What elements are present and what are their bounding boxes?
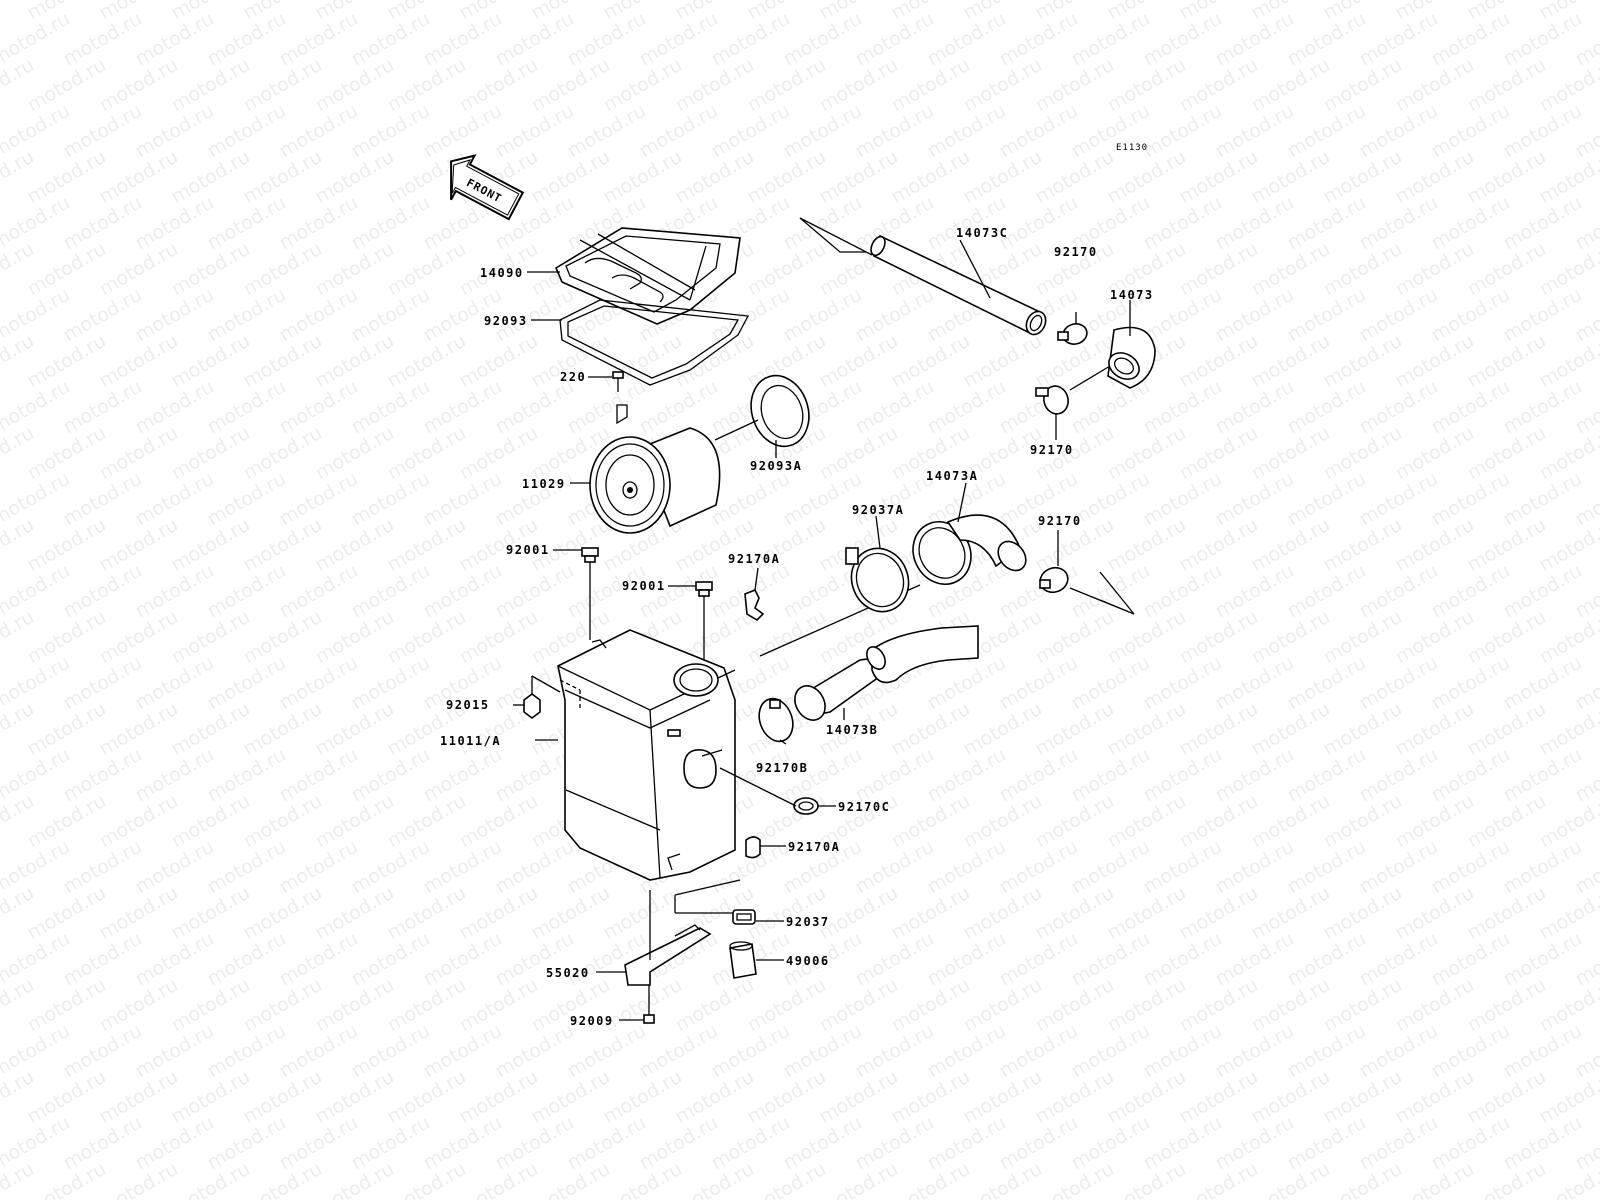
label-14073c: 14073C — [956, 226, 1008, 240]
label-220: 220 — [560, 370, 586, 384]
clip-92170a-lower — [745, 836, 761, 859]
label-92015: 92015 — [446, 698, 490, 712]
clamp-92037 — [732, 909, 756, 925]
air-box — [557, 629, 736, 881]
label-55020: 55020 — [546, 966, 590, 980]
label-92170a-lower: 92170A — [788, 840, 840, 854]
filter-cover — [554, 227, 741, 325]
diagram-code: E1130 — [1116, 143, 1148, 153]
label-92001-a: 92001 — [506, 543, 550, 557]
clamp-92170c — [793, 797, 819, 815]
label-14073: 14073 — [1110, 288, 1154, 302]
label-14073a: 14073A — [926, 469, 978, 483]
label-92170-mid: 92170 — [1030, 443, 1074, 457]
label-49006: 49006 — [786, 954, 830, 968]
label-92170-right: 92170 — [1038, 514, 1082, 528]
label-92170a-upper: 92170A — [728, 552, 780, 566]
label-92009: 92009 — [570, 1014, 614, 1028]
label-14090: 14090 — [480, 266, 524, 280]
label-92093a: 92093A — [750, 459, 802, 473]
drain-49006 — [729, 941, 757, 979]
label-11029: 11029 — [522, 477, 566, 491]
label-92001-b: 92001 — [622, 579, 666, 593]
label-92093: 92093 — [484, 314, 528, 328]
label-92037: 92037 — [786, 915, 830, 929]
label-92170b: 92170B — [756, 761, 808, 775]
label-14073b: 14073B — [826, 723, 878, 737]
label-92170c: 92170C — [838, 800, 890, 814]
label-11011-a: 11011/A — [440, 734, 501, 748]
label-92037a: 92037A — [852, 503, 904, 517]
label-92170-top: 92170 — [1054, 245, 1098, 259]
